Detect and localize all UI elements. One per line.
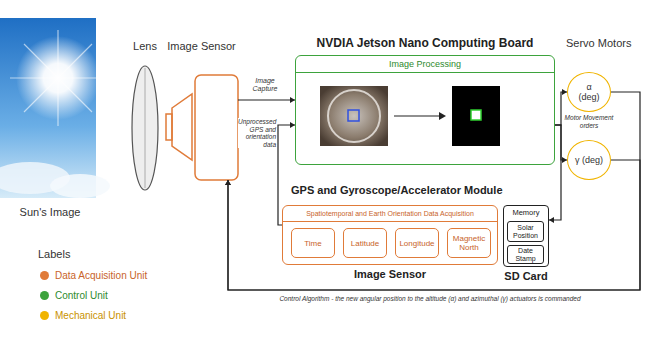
note-label: Servo Motors <box>566 37 631 49</box>
sun-rays <box>10 30 96 126</box>
connector-line <box>549 125 561 220</box>
cloud <box>50 174 110 198</box>
connector <box>225 92 640 290</box>
servo-circle: γ (deg) <box>567 140 611 180</box>
node-text: Date Stamp <box>511 247 541 263</box>
camera-body <box>195 75 238 180</box>
arrow-head <box>549 217 554 223</box>
legend-swatch <box>40 311 49 320</box>
data-field: Time <box>291 228 335 258</box>
arrow-head <box>225 180 231 185</box>
node-text: γ (deg) <box>575 155 603 165</box>
data-field: Latitude <box>343 228 387 258</box>
data-field: Longitude <box>395 228 439 258</box>
detected-sun <box>471 110 481 120</box>
node-text: SD Card <box>484 270 568 282</box>
legend-swatch <box>40 271 49 280</box>
node-text: GPS and Gyroscope/Accelerator Module <box>291 184 503 196</box>
picture-label: Sun's Image <box>0 18 100 223</box>
detected-sun <box>348 110 359 121</box>
connector-line <box>228 160 640 290</box>
memory-field: Date Stamp <box>507 245 544 264</box>
note-label: Control Algorithm - the new angular posi… <box>215 295 645 302</box>
connector <box>278 122 295 225</box>
node-text: Spatiotemporal and Earth Orientation Dat… <box>283 206 497 222</box>
connector-line <box>278 125 295 225</box>
camera-lens <box>166 114 172 140</box>
connector-line <box>228 92 640 290</box>
legend-text: Control Unit <box>55 290 108 301</box>
node-text: Sun's Image <box>0 206 100 218</box>
arrow-head <box>225 180 231 185</box>
lens-axis <box>145 68 146 188</box>
fisheye-ring <box>328 90 380 142</box>
node-text: Latitude <box>351 239 379 248</box>
connector-line <box>238 99 295 100</box>
gps-module: GPS and Gyroscope/Accelerator ModuleSpat… <box>282 205 498 265</box>
connector <box>238 97 295 103</box>
node-text: α (deg) <box>575 82 603 102</box>
data-field: Magnetic North <box>447 228 491 258</box>
node-text: Image Sensor <box>145 40 258 52</box>
image-sensor: Image Sensor <box>165 40 238 180</box>
memory-box: MemorySD CardSolar PositionDate Stamp <box>503 205 549 267</box>
memory-field: Solar Position <box>507 221 544 242</box>
node-text: Solar Position <box>508 224 543 240</box>
connector <box>549 125 561 223</box>
sky-photo <box>320 86 388 146</box>
servo-circle: α (deg) <box>567 72 611 112</box>
connector <box>225 160 640 290</box>
legend-text: Mechanical Unit <box>55 310 126 321</box>
lens-label: Lens <box>115 40 175 195</box>
binary-image <box>452 86 500 146</box>
node-text: Image Sensor <box>283 268 497 280</box>
process-arrow-head <box>439 112 446 120</box>
edge-label: Image Capture <box>248 77 282 93</box>
node-text: Magnetic North <box>449 234 489 252</box>
lens-shape <box>132 66 158 190</box>
node-text: Memory <box>504 208 548 217</box>
legend-swatch <box>40 291 49 300</box>
note-label: Labels <box>38 248 70 260</box>
camera-lens <box>172 94 192 160</box>
computing-board: NVDIA Jetson Nano Computing BoardImage P… <box>295 55 555 165</box>
process-arrow <box>394 115 440 116</box>
node-text: NVDIA Jetson Nano Computing Board <box>276 36 574 50</box>
node-text: Time <box>304 239 321 248</box>
legend-text: Data Acquisition Unit <box>55 270 147 281</box>
edge-label: Unprocessed GPS and orientation data <box>238 118 276 148</box>
node-text: Image Processing <box>296 56 554 73</box>
node-text: Longitude <box>399 239 434 248</box>
note-label: Motor Movement orders <box>563 114 615 129</box>
